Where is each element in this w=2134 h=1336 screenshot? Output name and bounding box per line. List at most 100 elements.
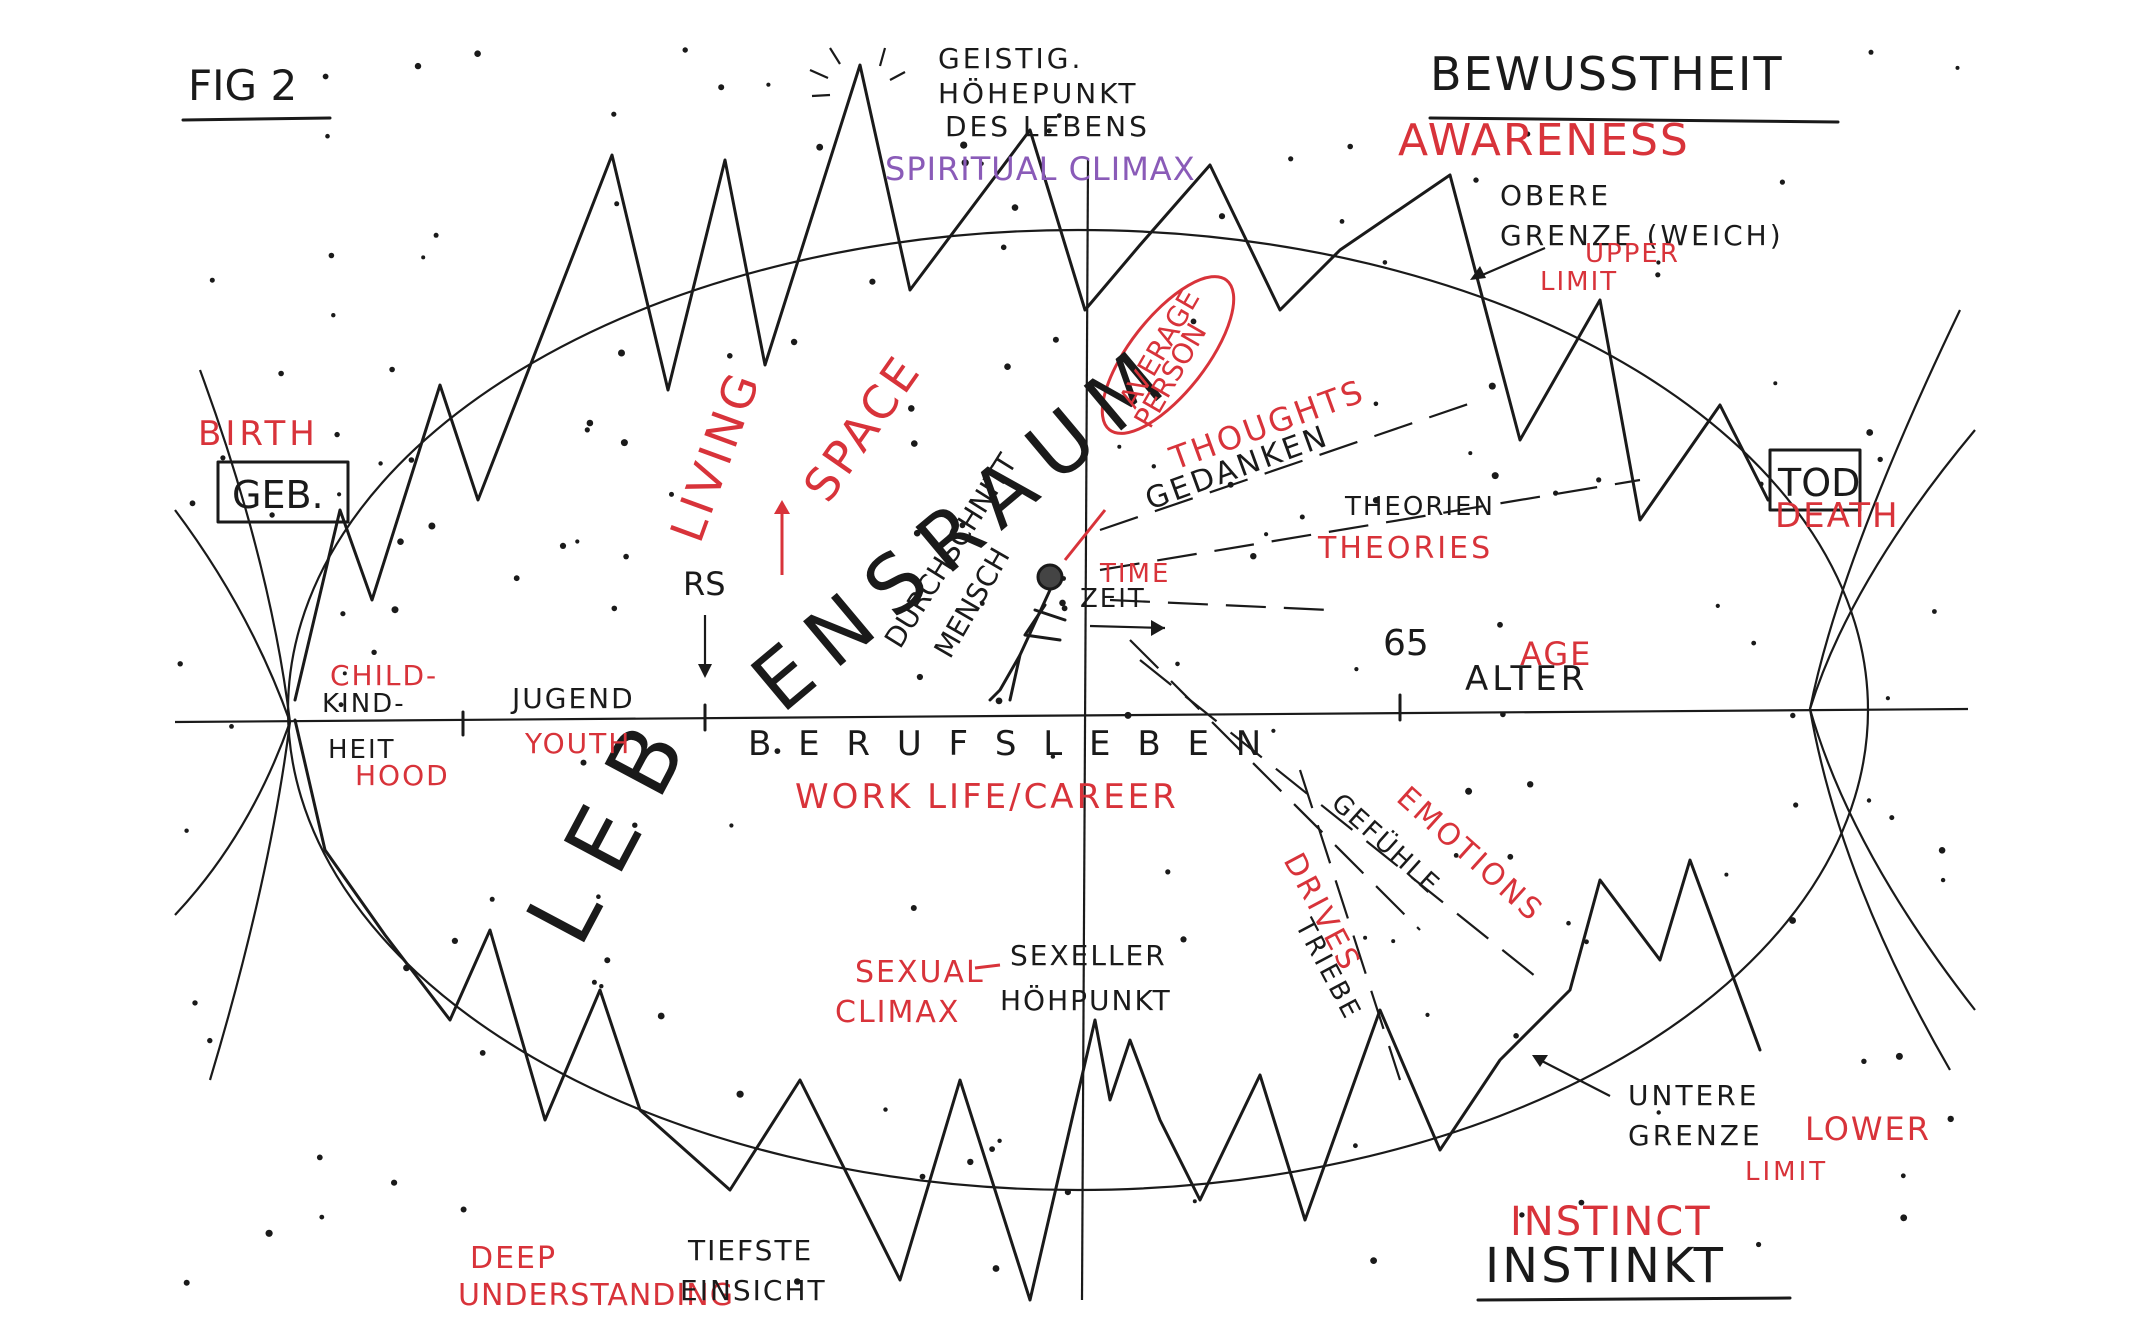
dot <box>1519 1212 1525 1218</box>
dot <box>1868 49 1874 55</box>
dot <box>961 159 969 167</box>
peak-de-1: GEISTIG. <box>938 42 1083 75</box>
dot <box>1373 401 1379 407</box>
dot <box>1900 1214 1908 1222</box>
dot <box>1497 621 1503 628</box>
dot <box>1889 815 1895 821</box>
dot <box>1525 131 1531 137</box>
upper-limit-en-1: UPPER <box>1585 239 1680 269</box>
dot <box>1488 382 1496 390</box>
dot <box>1000 244 1007 251</box>
dot <box>183 1279 190 1286</box>
dot <box>1773 381 1778 386</box>
dot <box>736 1090 744 1098</box>
dot <box>338 702 344 708</box>
dot <box>611 605 618 612</box>
dot <box>397 538 404 545</box>
dot <box>586 419 594 427</box>
dot <box>1756 1241 1762 1248</box>
dot <box>559 542 567 550</box>
dot <box>1339 219 1345 224</box>
dot <box>794 1278 801 1285</box>
dot <box>337 492 342 497</box>
living-space-en-2: SPACE <box>793 344 932 511</box>
dot <box>184 828 189 833</box>
dot <box>269 512 275 518</box>
dot <box>371 649 377 655</box>
dot <box>1056 113 1062 118</box>
instinct-underline <box>1476 1296 1792 1302</box>
time-en: TIME <box>1099 559 1170 589</box>
theories-de: THEORIEN <box>1344 492 1495 522</box>
dot <box>391 1179 398 1186</box>
dot <box>766 82 771 87</box>
dot <box>1353 1143 1358 1149</box>
dot <box>960 141 968 149</box>
dot <box>596 894 601 899</box>
dot <box>967 1158 974 1166</box>
awareness-underline <box>1428 116 1840 124</box>
dot <box>265 1229 273 1237</box>
sexual-climax-arrow <box>974 963 1001 970</box>
dot <box>916 673 924 681</box>
dot <box>414 62 422 70</box>
deep-understanding-de-2: EINSICHT <box>680 1274 827 1307</box>
dot <box>1453 853 1459 858</box>
time-arrow <box>1089 620 1166 636</box>
dot <box>997 1138 1002 1144</box>
left-boundary-curves <box>174 509 292 916</box>
dot <box>1715 603 1720 609</box>
radiating-lines <box>1099 398 1641 1081</box>
dot <box>790 338 798 346</box>
dot <box>1059 599 1066 607</box>
dot <box>911 440 918 447</box>
age-marker: 65 <box>1383 623 1429 664</box>
lower-limit-de-1: UNTERE <box>1628 1079 1759 1112</box>
dot <box>1046 128 1052 134</box>
dot <box>207 1037 213 1044</box>
dot <box>220 455 226 461</box>
dot <box>1264 532 1269 537</box>
death-en: DEATH <box>1775 496 1900 536</box>
dot <box>1117 444 1122 449</box>
dot <box>1468 451 1473 456</box>
dot <box>995 697 1003 705</box>
lower-limit-arrow <box>1532 1055 1611 1097</box>
dot <box>322 73 329 80</box>
dot <box>319 1214 325 1220</box>
dot <box>1513 1033 1519 1039</box>
dot <box>192 1000 198 1006</box>
dot <box>1566 920 1571 926</box>
dot <box>618 349 625 357</box>
dot <box>1052 336 1059 343</box>
dot <box>1491 472 1499 480</box>
dot <box>989 1146 995 1152</box>
childhood-de-1: KIND- <box>322 689 406 719</box>
youth-en: YOUTH <box>524 727 631 760</box>
upper-limit-arrow <box>1470 246 1546 280</box>
dot <box>992 1265 1000 1272</box>
birth-de: GEB. <box>232 473 324 517</box>
dot <box>910 905 917 911</box>
dot <box>959 522 966 529</box>
dot <box>1866 798 1872 803</box>
childhood-de-2: HEIT <box>328 735 396 765</box>
dot <box>1004 363 1011 371</box>
dot <box>580 759 587 766</box>
dot <box>460 1206 467 1213</box>
peak-rays <box>809 47 906 98</box>
age-en: AGE <box>1520 635 1592 673</box>
dot <box>209 277 215 283</box>
deep-understanding-en-2: UNDERSTANDING <box>458 1278 734 1313</box>
dot <box>328 252 335 259</box>
dot <box>1656 260 1661 265</box>
dot <box>913 529 921 537</box>
work-life-en: WORK LIFE/CAREER <box>795 777 1179 817</box>
dot <box>1866 429 1874 436</box>
youth-de: JUGEND <box>510 682 635 715</box>
birth-en: BIRTH <box>198 414 319 454</box>
upper-zigzag-line <box>293 63 1770 702</box>
dot <box>774 748 781 754</box>
dot <box>1596 477 1602 483</box>
dot <box>1382 260 1388 265</box>
